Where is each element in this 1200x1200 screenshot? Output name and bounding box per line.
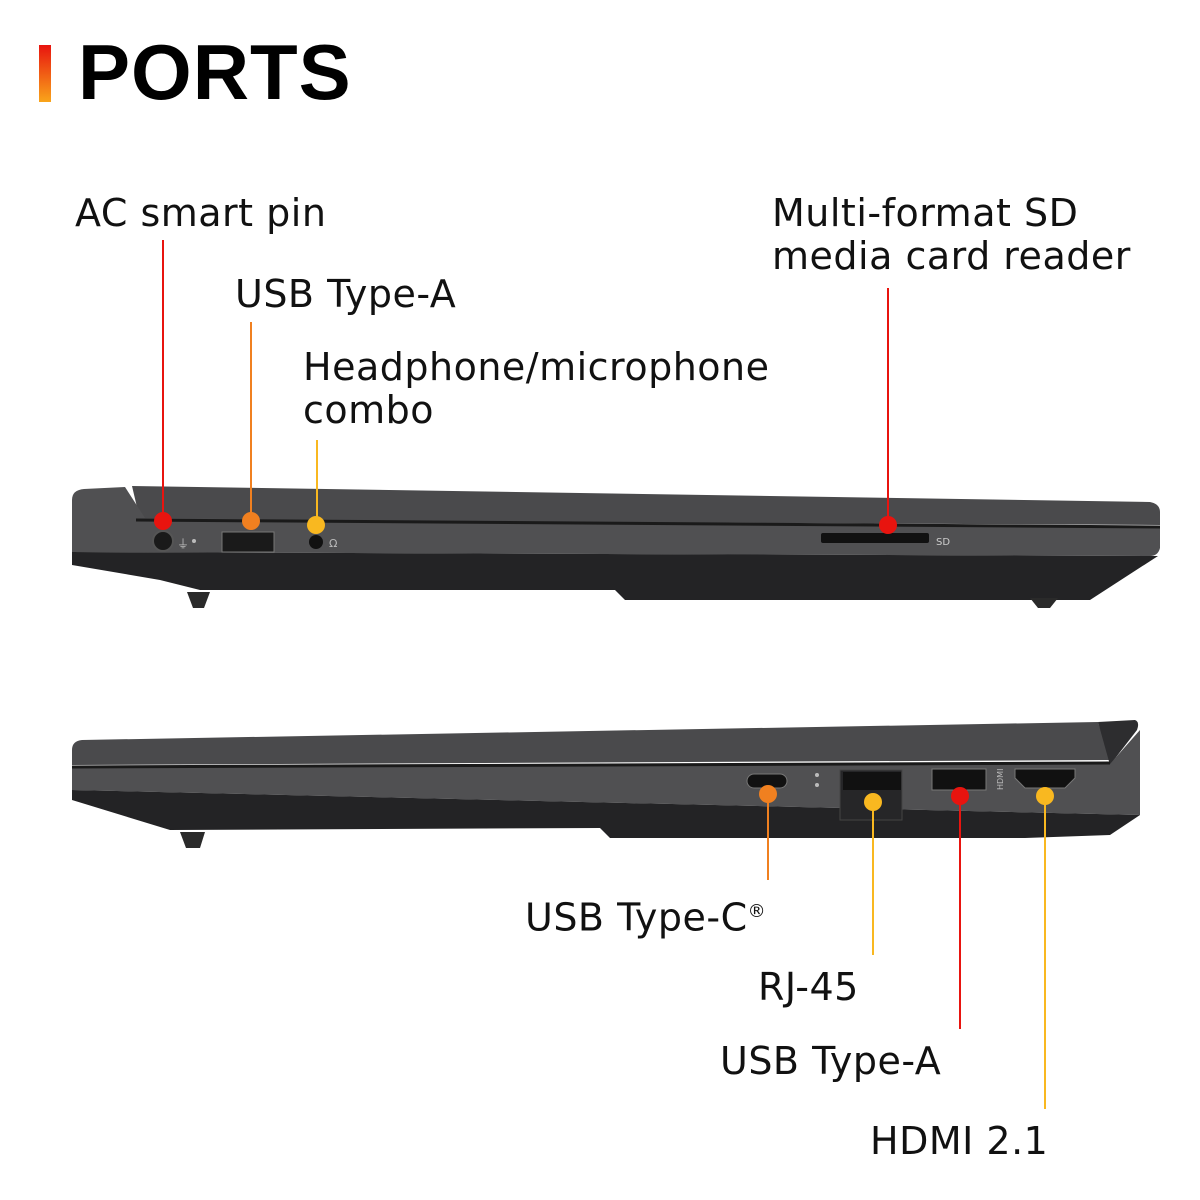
- label-usb-type-a-right: USB Type-A: [720, 1039, 942, 1083]
- callout-dot-hdmi: [1036, 787, 1054, 805]
- label-headphone-combo: Headphone/microphone combo: [303, 346, 770, 432]
- label-sd-line2: media card reader: [772, 234, 1131, 278]
- label-sd-line1: Multi-format SD: [772, 191, 1079, 235]
- label-usb-type-c-text: USB Type-C: [525, 895, 748, 940]
- page-title: PORTS: [78, 28, 352, 116]
- callout-dot-usb-a-left: [242, 512, 260, 530]
- callout-line-hdmi: [1044, 797, 1046, 1109]
- svg-text:HDMI: HDMI: [996, 769, 1005, 790]
- callout-line-usb-a-right: [959, 797, 961, 1029]
- svg-text:SD: SD: [936, 537, 950, 548]
- label-headphone-line1: Headphone/microphone: [303, 345, 770, 389]
- callout-dot-ac-pin: [154, 512, 172, 530]
- callout-dot-usb-c: [759, 785, 777, 803]
- callout-line-rj45: [872, 803, 874, 955]
- label-headphone-line2: combo: [303, 388, 435, 432]
- label-usb-type-c: USB Type-C®: [525, 890, 766, 940]
- callout-line-audio: [316, 440, 318, 522]
- svg-text:Ω: Ω: [329, 537, 337, 550]
- label-hdmi: HDMI 2.1: [870, 1119, 1049, 1163]
- registered-mark: ®: [747, 901, 767, 922]
- label-ac-smart-pin: AC smart pin: [75, 191, 327, 235]
- callout-line-ac-pin: [162, 240, 164, 522]
- callout-dot-usb-a-right: [951, 787, 969, 805]
- callout-line-usb-a-left: [250, 322, 252, 522]
- callout-dot-rj45: [864, 793, 882, 811]
- title-accent-bar: [39, 45, 51, 102]
- label-rj45: RJ-45: [758, 965, 859, 1009]
- callout-dot-sd: [879, 516, 897, 534]
- callout-dot-audio: [307, 516, 325, 534]
- label-usb-type-a-left: USB Type-A: [235, 272, 457, 316]
- label-sd-card-reader: Multi-format SD media card reader: [772, 192, 1131, 278]
- svg-text:⏚: ⏚: [177, 537, 189, 551]
- callout-line-usb-c: [767, 795, 769, 880]
- callout-line-sd: [887, 288, 889, 522]
